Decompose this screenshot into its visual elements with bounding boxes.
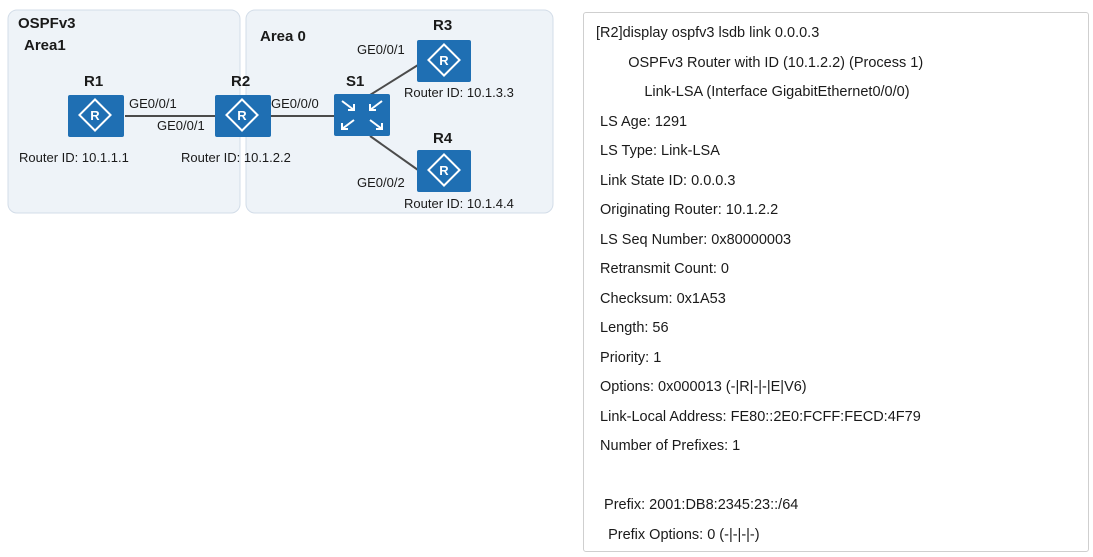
r1-interface-label: GE0/0/1 xyxy=(129,96,177,111)
link-s1-r4 xyxy=(369,135,419,171)
cli-line: Number of Prefixes: 1 xyxy=(596,438,741,454)
cli-line: Prefix: 2001:DB8:2345:23::/64 xyxy=(596,497,799,513)
r4-router-id: Router ID: 10.1.4.4 xyxy=(404,196,514,211)
s1-r4-interface-label: GE0/0/2 xyxy=(357,175,405,190)
r2-interface-label-left: GE0/0/1 xyxy=(157,118,205,133)
router-icon: R xyxy=(78,98,112,132)
r1-name: R1 xyxy=(84,73,103,90)
cli-line: Checksum: 0x1A53 xyxy=(596,290,726,307)
router-r1[interactable]: R xyxy=(68,95,124,137)
cli-line: LS Age: 1291 xyxy=(596,113,688,130)
cli-line: Prefix Options: 0 (-|-|-|-) xyxy=(596,526,760,543)
cli-line: Retransmit Count: 0 xyxy=(596,261,729,277)
r2-interface-label-right: GE0/0/0 xyxy=(271,96,319,111)
cli-line: Options: 0x000013 (-|R|-|-|E|V6) xyxy=(596,379,807,395)
cli-line: Link State ID: 0.0.0.3 xyxy=(596,172,736,189)
switch-icon xyxy=(341,100,383,130)
area1-label-line1: OSPFv3 xyxy=(18,15,76,32)
cli-line: Length: 56 xyxy=(596,320,669,336)
cli-line: Originating Router: 10.1.2.2 xyxy=(596,202,779,218)
r4-name: R4 xyxy=(433,130,453,147)
router-r2[interactable]: R xyxy=(215,95,271,137)
svg-text:R: R xyxy=(90,108,100,123)
network-topology-diagram: OSPFv3 Area1 Area 0 R R1 Router ID: 10.1… xyxy=(7,9,554,214)
cli-line: Priority: 1 xyxy=(596,349,662,366)
s1-r3-interface-label: GE0/0/1 xyxy=(357,42,405,57)
cli-line: LS Type: Link-LSA xyxy=(596,143,720,159)
area0-label: Area 0 xyxy=(260,28,306,45)
s1-name: S1 xyxy=(346,73,364,90)
cli-command-line: [R2]display ospfv3 lsdb link 0.0.0.3 xyxy=(596,25,820,41)
router-icon: R xyxy=(427,43,461,77)
r1-router-id: Router ID: 10.1.1.1 xyxy=(19,150,129,165)
router-r4[interactable]: R xyxy=(417,150,471,192)
cli-blank-line xyxy=(596,462,1076,492)
router-icon: R xyxy=(427,153,461,187)
r3-router-id: Router ID: 10.1.3.3 xyxy=(404,85,514,100)
svg-text:R: R xyxy=(439,53,449,68)
router-icon: R xyxy=(225,98,259,132)
link-s1-r3 xyxy=(369,64,419,96)
switch-s1[interactable] xyxy=(334,94,390,136)
cli-line: OSPFv3 Router with ID (10.1.2.2) (Proces… xyxy=(596,54,924,71)
cli-line: Link-Local Address: FE80::2E0:FCFF:FECD:… xyxy=(596,408,921,425)
area1-label-line2: Area1 xyxy=(24,37,66,54)
svg-text:R: R xyxy=(237,108,247,123)
r2-name: R2 xyxy=(231,73,250,90)
svg-text:R: R xyxy=(439,163,449,178)
cli-output-panel: [R2]display ospfv3 lsdb link 0.0.0.3 OSP… xyxy=(583,12,1089,552)
router-r3[interactable]: R xyxy=(417,40,471,82)
r2-router-id: Router ID: 10.1.2.2 xyxy=(181,150,291,165)
cli-line: LS Seq Number: 0x80000003 xyxy=(596,231,792,248)
r3-name: R3 xyxy=(433,17,452,34)
cli-line: Link-LSA (Interface GigabitEthernet0/0/0… xyxy=(596,84,910,100)
